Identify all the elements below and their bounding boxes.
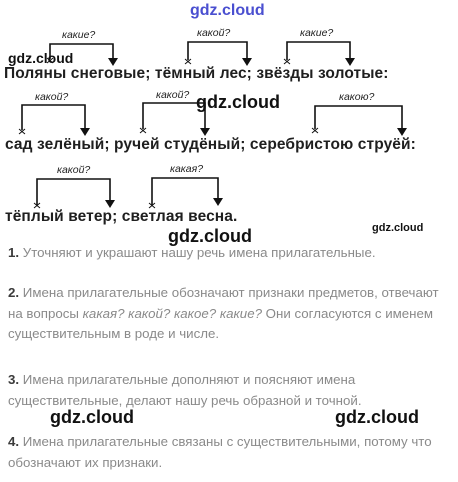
- watermark: gdz.cloud: [8, 50, 74, 66]
- question-label-4: какой?: [35, 91, 69, 103]
- arrow-1: [49, 43, 114, 63]
- answer-4: 4. Имена прилагательные связаны с сущест…: [8, 432, 456, 473]
- arrow-2: [187, 41, 248, 63]
- watermark: gdz.cloud: [335, 407, 419, 427]
- answer-number: 4.: [8, 434, 20, 449]
- question-label-5: какой?: [156, 89, 190, 101]
- phrase-line-1: Поляны снеговые; тёмный лес; звёзды золо…: [4, 65, 389, 82]
- watermark: gdz.cloud: [50, 407, 134, 427]
- answer-2: 2. Имена прилагательные обозначают призн…: [8, 283, 456, 345]
- question-label-7: какой?: [57, 164, 91, 176]
- question-label-8: какая?: [170, 163, 204, 175]
- answer-text: Уточняют и украшают нашу речь имена прил…: [22, 245, 376, 260]
- phrase-line-3: тёплый ветер; светлая весна.: [5, 208, 238, 225]
- question-label-2: какой?: [197, 27, 231, 39]
- arrow-5: [142, 102, 206, 133]
- arrow-4: [21, 104, 86, 133]
- answer-3: 3. Имена прилагательные дополняют и пояс…: [8, 370, 456, 411]
- phrase-line-2: сад зелёный; ручей студёный; серебристою…: [5, 136, 416, 153]
- answer-text-end: Они согласуются с именем существительным…: [8, 305, 434, 342]
- watermark: gdz.cloud: [372, 222, 424, 234]
- answer-text: Имена прилагательные обозначают признаки…: [8, 285, 439, 321]
- answer-number: 1.: [8, 245, 20, 260]
- answer-text: Имена прилагательные связаны с существит…: [8, 434, 432, 470]
- arrow-3: [286, 41, 351, 63]
- arrow-6: [314, 105, 403, 133]
- watermark-site-header: gdz.cloud: [190, 2, 265, 19]
- answer-number: 3.: [8, 372, 20, 387]
- question-label-1: какие?: [62, 29, 96, 41]
- answer-text-italic: какая? какой? какое? какие?: [82, 305, 262, 321]
- answer-text: Имена прилагательные дополняют и поясняю…: [8, 372, 362, 408]
- arrow-8: [151, 177, 219, 205]
- watermark: gdz.cloud: [168, 226, 252, 246]
- question-label-6: какою?: [339, 91, 375, 103]
- answer-1: 1. Уточняют и украшают нашу речь имена п…: [8, 243, 456, 264]
- answer-number: 2.: [8, 285, 20, 300]
- arrow-7: [36, 178, 111, 205]
- question-label-3: какие?: [300, 27, 334, 39]
- watermark: gdz.cloud: [196, 92, 280, 112]
